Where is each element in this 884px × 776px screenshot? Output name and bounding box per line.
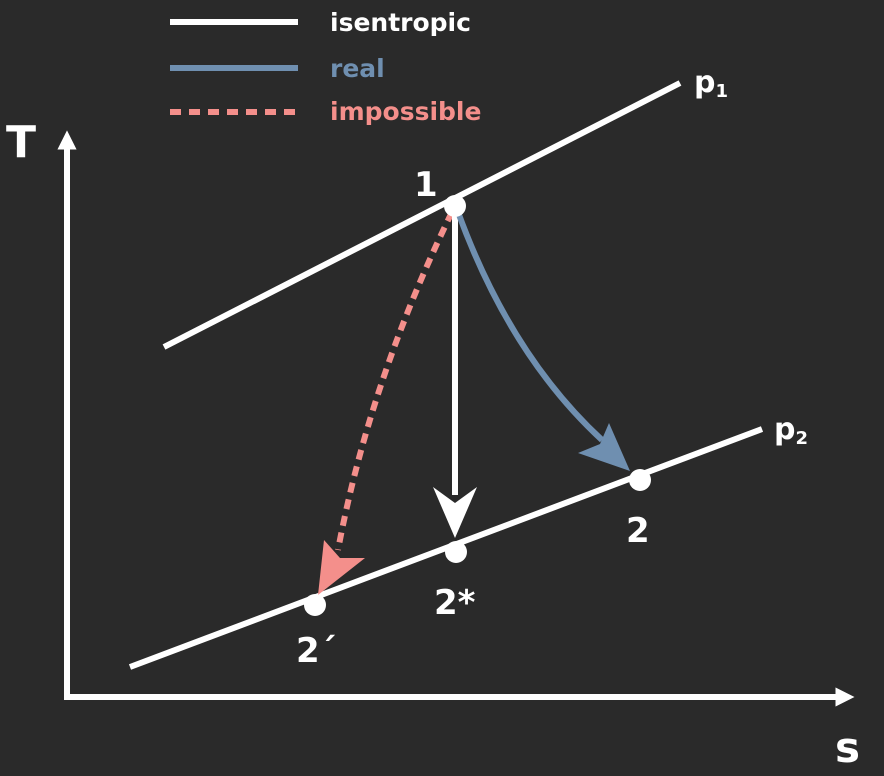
- state-label-2: 2: [626, 511, 650, 551]
- state-point-2: [629, 469, 651, 491]
- impossible-process-path: [335, 210, 455, 551]
- state-point-1: [444, 195, 466, 217]
- legend-impossible-label: impossible: [330, 97, 481, 126]
- state-label-1: 1: [414, 165, 438, 205]
- axes: T s: [6, 117, 860, 772]
- state-points: 1 2 2* 2´: [296, 165, 651, 671]
- real-process-arrowhead: [578, 423, 630, 471]
- isentropic-process-arrowhead: [433, 487, 477, 538]
- legend-isentropic-label: isentropic: [330, 8, 471, 37]
- x-axis-label: s: [835, 723, 860, 772]
- state-label-2-prime: 2´: [296, 631, 337, 671]
- state-point-2-prime: [304, 594, 326, 616]
- state-label-2-star: 2*: [434, 583, 476, 623]
- real-process-path: [455, 210, 605, 443]
- isobar-p1: [162, 80, 682, 350]
- y-axis-label: T: [6, 117, 36, 168]
- isobars: p1 p2: [128, 65, 808, 670]
- processes: [318, 210, 630, 595]
- isobar-p2-label: p2: [774, 412, 808, 449]
- isobar-p1-label: p1: [694, 65, 728, 102]
- state-point-2-star: [445, 541, 467, 563]
- legend-real-label: real: [330, 54, 385, 83]
- legend: isentropic real impossible: [170, 8, 481, 126]
- impossible-process-arrowhead: [318, 540, 365, 595]
